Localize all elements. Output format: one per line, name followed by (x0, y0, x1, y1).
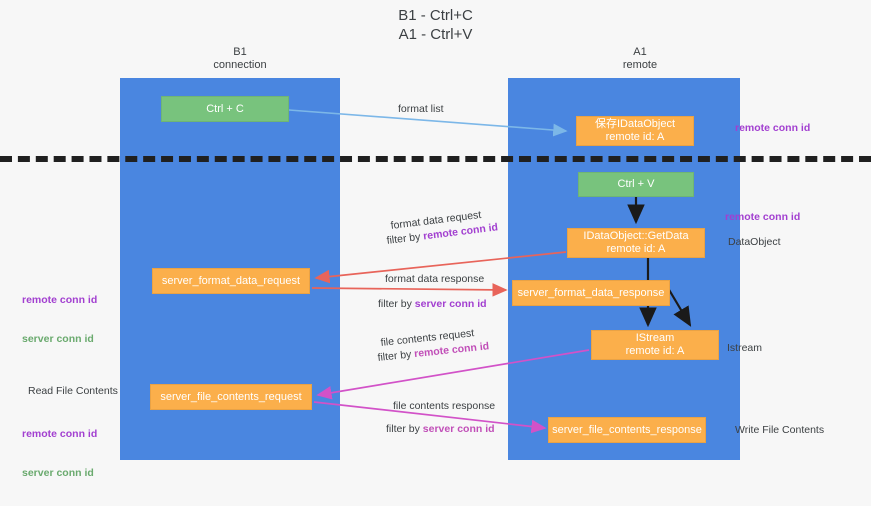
edge-label-format-data-response-filter: filter by server conn id (378, 298, 487, 311)
annotation-read-file-contents: Read File Contents (28, 385, 118, 397)
filter-key-server-conn-id: server conn id (422, 423, 495, 435)
node-save-idataobject-sublabel: remote id: A (605, 131, 665, 143)
edge-label-format-list: format list (398, 103, 444, 115)
annotation-left-conn-ids-top: remote conn id server conn id (22, 268, 97, 372)
annotation-remote-conn-id: remote conn id (22, 428, 98, 440)
node-server-file-contents-response[interactable]: server_file_contents_response (548, 417, 706, 443)
filter-key-server-conn-id: server conn id (414, 298, 487, 310)
filter-prefix: filter by (386, 230, 424, 247)
node-server-format-data-response[interactable]: server_format_data_response (512, 280, 670, 306)
phase-divider (0, 156, 871, 162)
annotation-server-conn-id: server conn id (22, 333, 94, 345)
node-server-format-data-request[interactable]: server_format_data_request (152, 268, 310, 294)
node-ctrl-v[interactable]: Ctrl + V (578, 172, 694, 197)
diagram-title: B1 - Ctrl+C A1 - Ctrl+V (398, 7, 473, 43)
node-istream-sublabel: remote id: A (625, 345, 685, 357)
filter-prefix: filter by (386, 423, 423, 435)
node-server-file-contents-request[interactable]: server_file_contents_request (150, 384, 312, 410)
annotation-remote-conn-id-top: remote conn id (735, 122, 811, 134)
node-idataobject-getdata[interactable]: IDataObject::GetData remote id: A (567, 228, 705, 258)
annotation-dataobject: DataObject (728, 236, 781, 248)
node-server-file-contents-response-label: server_file_contents_response (552, 423, 702, 436)
diagram-canvas: B1 - Ctrl+C A1 - Ctrl+V B1 connection A1… (0, 7, 871, 479)
edge-label-file-contents-response-filter: filter by server conn id (386, 423, 495, 436)
node-save-idataobject[interactable]: 保存IDataObject remote id: A (576, 116, 694, 146)
edge-label-file-contents-response: file contents response (393, 400, 496, 412)
annotation-left-conn-ids-bottom: remote conn id server conn id (22, 402, 97, 506)
node-getdata-label: IDataObject::GetData (583, 230, 689, 242)
node-save-idataobject-label: 保存IDataObject (594, 118, 676, 130)
column-header-b1: B1 connection (213, 46, 267, 71)
column-header-a1: A1 remote (622, 46, 658, 71)
annotation-remote-conn-id: remote conn id (22, 294, 98, 306)
node-server-format-data-request-label: server_format_data_request (161, 274, 301, 287)
node-server-format-data-response-label: server_format_data_response (517, 286, 665, 299)
annotation-istream: Istream (727, 342, 763, 354)
node-getdata-sublabel: remote id: A (606, 243, 666, 255)
node-ctrl-v-label: Ctrl + V (617, 178, 655, 190)
filter-prefix: filter by (377, 348, 415, 364)
edge-label-format-data-response: format data response (385, 273, 485, 285)
node-ctrl-c-label: Ctrl + C (206, 102, 244, 115)
node-istream-label: IStream (635, 332, 675, 344)
arrow-format-data-response (311, 283, 508, 297)
node-ctrl-c[interactable]: Ctrl + C (161, 96, 289, 122)
annotation-remote-conn-id-mid: remote conn id (725, 211, 801, 223)
annotation-write-file-contents: Write File Contents (735, 424, 825, 436)
node-server-file-contents-request-label: server_file_contents_request (160, 390, 302, 403)
node-istream[interactable]: IStream remote id: A (591, 330, 719, 360)
filter-prefix: filter by (378, 298, 415, 310)
annotation-server-conn-id: server conn id (22, 467, 94, 479)
